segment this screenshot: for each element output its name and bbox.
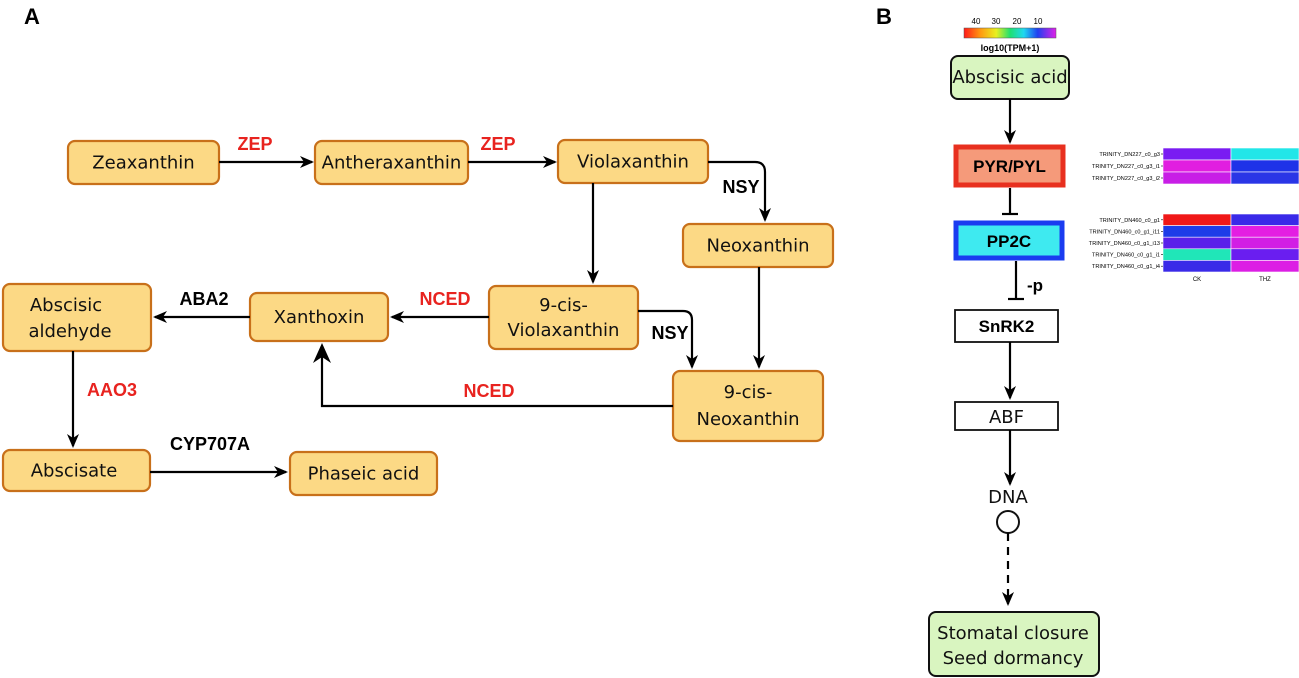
enzyme-aao3: AAO3 (87, 380, 137, 400)
node-zeaxanthin: Zeaxanthin (66, 139, 221, 186)
node-violaxanthin: Violaxanthin (556, 138, 710, 185)
heatmap-cell (1230, 248, 1299, 261)
legend-color-bar (963, 27, 1057, 39)
heatmap-row-label: TRINITY_DN227_c0_g3_i1 (1092, 164, 1160, 170)
node-9-cis-violaxanthin: 9-cis- Violaxanthin (487, 284, 640, 351)
pathway-panel: Zeaxanthin Antheraxanthin Violaxanthin N… (1, 134, 835, 497)
panel-label-a: A (24, 4, 40, 29)
node-phaseic-acid-label: Phaseic acid (308, 464, 420, 485)
node-abscisic-aldehyde-line2: aldehyde (28, 321, 111, 342)
heatmap-col-ck: CK (1193, 277, 1201, 283)
color-legend: 40 30 20 10 log10(TPM+1) (963, 17, 1057, 53)
heatmap-row-label: TRINITY_DN460_c0_g1 (1099, 218, 1160, 224)
heatmap-cell (1162, 248, 1232, 261)
enzyme-zep-2: ZEP (480, 134, 515, 154)
heatmap-row-label: TRINITY_DN227_c0_g3 (1099, 152, 1160, 158)
heatmap-row-label: TRINITY_DN460_c0_g1_i4 (1092, 264, 1160, 270)
heatmap-row-label: TRINITY_DN460_c0_g1_i11 (1089, 229, 1160, 235)
heatmap-pp2c: TRINITY_DN460_c0_g1TRINITY_DN460_c0_g1_i… (1089, 213, 1299, 273)
node-abscisic-acid: Abscisic acid (950, 55, 1070, 100)
enzyme-nsy-1: NSY (722, 177, 759, 197)
heatmap-cell (1162, 236, 1232, 250)
node-9-cis-violaxanthin-line2: Violaxanthin (508, 320, 620, 341)
legend-tick-40: 40 (972, 17, 981, 26)
legend-title: log10(TPM+1) (981, 43, 1040, 53)
heatmap-pp2c-row-labels: TRINITY_DN460_c0_g1TRINITY_DN460_c0_g1_i… (1089, 218, 1163, 270)
enzyme-nsy-2: NSY (651, 323, 688, 343)
node-snrk2-label: SnRK2 (979, 317, 1035, 336)
node-abf-label: ABF (989, 407, 1024, 428)
node-neoxanthin: Neoxanthin (681, 222, 835, 269)
node-antheraxanthin: Antheraxanthin (313, 139, 470, 186)
heatmap-row-label: TRINITY_DN460_c0_g1_i1 (1092, 253, 1160, 259)
node-pyr-pyl-label: PYR/PYL (973, 157, 1046, 176)
legend-tick-30: 30 (992, 17, 1001, 26)
signaling-panel: 40 30 20 10 log10(TPM+1) Abscisic acid P… (928, 17, 1299, 677)
node-snrk2: SnRK2 (954, 309, 1059, 343)
pathway-arrows (67, 156, 771, 478)
node-violaxanthin-label: Violaxanthin (577, 152, 689, 173)
heatmap-cell (1230, 225, 1299, 238)
heatmap-cell (1230, 260, 1299, 273)
node-zeaxanthin-label: Zeaxanthin (92, 153, 194, 174)
node-pp2c-label: PP2C (987, 232, 1031, 251)
heatmap-cell (1162, 159, 1232, 173)
arrow-9cisneo-xanthoxin (313, 343, 673, 408)
node-neoxanthin-label: Neoxanthin (707, 236, 810, 257)
node-9-cis-neoxanthin: 9-cis- Neoxanthin (671, 369, 825, 443)
outcome-line2: Seed dormancy (943, 648, 1084, 669)
node-xanthoxin: Xanthoxin (248, 291, 390, 343)
enzyme-cyp707a: CYP707A (170, 434, 250, 454)
node-abf: ABF (954, 401, 1059, 431)
heatmap-col-thz: THZ (1259, 277, 1271, 283)
enzyme-aba2: ABA2 (179, 289, 228, 309)
node-pyr-pyl: PYR/PYL (953, 144, 1066, 188)
node-9-cis-violaxanthin-line1: 9-cis- (539, 295, 588, 316)
heatmap-cell (1230, 171, 1299, 185)
heatmap-pyr-row-labels: TRINITY_DN227_c0_g3TRINITY_DN227_c0_g3_i… (1092, 152, 1163, 182)
node-antheraxanthin-label: Antheraxanthin (322, 153, 462, 174)
node-abscisate-label: Abscisate (31, 461, 118, 482)
arrow-violaxanthin-neoxanthin (708, 160, 771, 222)
heatmap-cell (1230, 236, 1299, 250)
node-phaseic-acid: Phaseic acid (288, 450, 439, 497)
heatmap-cell (1230, 159, 1299, 173)
dna-circle (996, 510, 1020, 534)
heatmap-cell (1230, 147, 1299, 161)
heatmap-cell (1162, 171, 1232, 185)
node-abscisic-acid-label: Abscisic acid (952, 67, 1067, 88)
panel-label-b: B (876, 4, 892, 29)
node-xanthoxin-label: Xanthoxin (274, 307, 365, 328)
heatmap-cell (1162, 213, 1232, 226)
node-abscisic-aldehyde-line1: Abscisic (30, 295, 102, 316)
node-abscisic-aldehyde: Abscisic aldehyde (1, 282, 153, 353)
phospho-label: -p (1027, 276, 1043, 295)
heatmap-pyr-cells (1162, 147, 1299, 185)
outcome-line1: Stomatal closure (937, 623, 1089, 644)
heatmap-pp2c-cells (1162, 213, 1299, 273)
heatmap-cell (1230, 213, 1299, 226)
enzyme-zep-1: ZEP (237, 134, 272, 154)
node-outcome: Stomatal closure Seed dormancy (928, 611, 1100, 677)
legend-tick-10: 10 (1034, 17, 1043, 26)
heatmap-cell (1162, 260, 1232, 273)
node-abscisate: Abscisate (1, 448, 152, 493)
signaling-arrows (1002, 99, 1024, 606)
heatmap-cell (1162, 147, 1232, 161)
node-pp2c: PP2C (953, 220, 1065, 261)
node-9-cis-neoxanthin-line1: 9-cis- (724, 382, 773, 403)
enzyme-nced-2: NCED (463, 381, 514, 401)
heatmap-pyr: TRINITY_DN227_c0_g3TRINITY_DN227_c0_g3_i… (1092, 147, 1299, 185)
enzyme-nced-1: NCED (419, 289, 470, 309)
heatmap-cell (1162, 225, 1232, 238)
heatmap-row-label: TRINITY_DN227_c0_g3_i2 (1092, 176, 1160, 182)
node-9-cis-neoxanthin-line2: Neoxanthin (697, 409, 800, 430)
dna-label: DNA (988, 487, 1028, 508)
legend-tick-20: 20 (1013, 17, 1022, 26)
heatmap-row-label: TRINITY_DN460_c0_g1_i13 (1089, 241, 1160, 247)
arrow-9cisviola-9cisneo (638, 309, 698, 369)
